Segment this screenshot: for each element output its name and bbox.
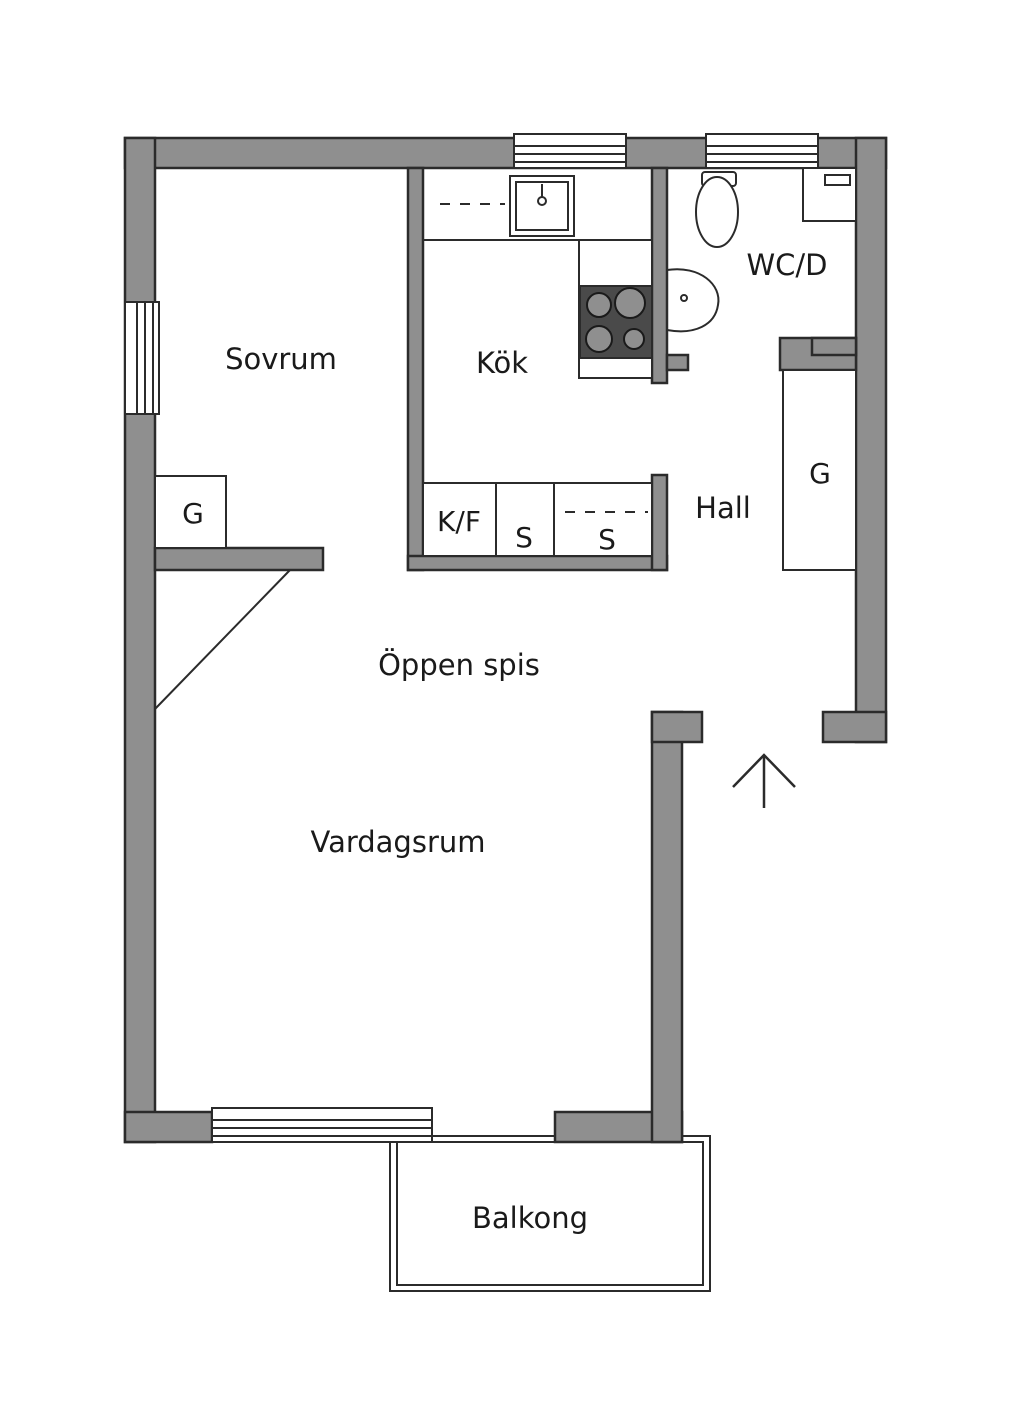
label-skap-2: S [598,523,616,556]
windows [124,133,819,1143]
wardrobe-bedroom [154,475,227,549]
wall-wc-stub [665,353,690,372]
wall-living-right [650,710,684,1144]
label-wc: WC/D [746,248,827,282]
label-vardagsrum: Vardagsrum [310,825,485,859]
wardrobe-hall [782,369,857,571]
wall-bedroom-kitchen [406,166,425,572]
fireplace-line [154,569,291,710]
wall-kitchen-wc [650,166,669,385]
wall-kitchen-bottom [406,554,669,572]
bathroom-fixtures [666,167,857,333]
washbasin-icon [680,294,688,302]
wall-kitchen-counter [650,473,669,572]
shower-area [802,167,857,222]
wall-wc-step [810,336,858,357]
label-garderob-hall: G [809,457,831,490]
wall-left [123,136,157,1144]
wall-entry-left [650,710,704,744]
wall-bedroom-bottom [153,546,325,572]
label-balkong: Balkong [472,1201,588,1235]
kitchen-fixtures [422,175,653,557]
label-skap-1: S [515,521,533,554]
label-hall: Hall [695,491,751,525]
lower-cabinets [422,482,653,557]
toilet-icon [695,176,739,248]
entrance-arrow-icon [732,753,796,808]
wardrobes [154,369,857,571]
wall-bottom-left [123,1110,214,1144]
label-oppen-spis: Öppen spis [378,648,540,682]
label-kyl-frys: K/F [437,505,481,538]
wall-entry-right [821,710,888,744]
label-garderob-sovrum: G [182,497,204,530]
label-sovrum: Sovrum [225,342,337,376]
label-kok: Kök [476,346,528,380]
wall-right [854,136,888,744]
walls [123,136,888,1144]
